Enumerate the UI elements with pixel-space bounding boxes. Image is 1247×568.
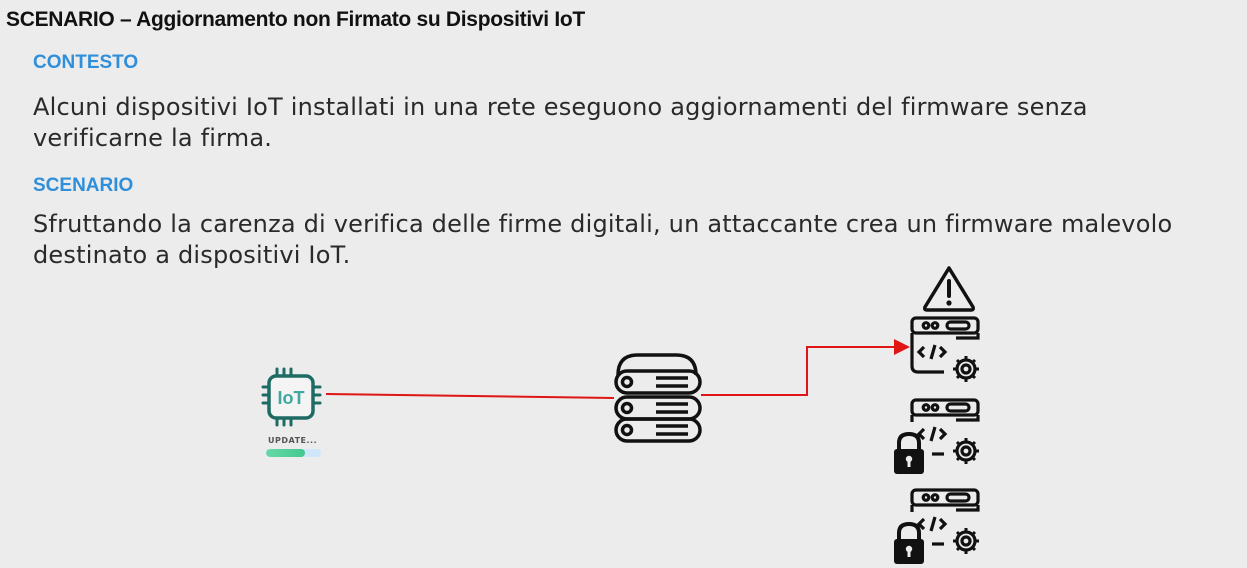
connection-server-to-device	[701, 339, 910, 396]
code-server-icon	[910, 488, 980, 554]
warning-icon	[923, 266, 975, 312]
section-heading-contesto: CONTESTO	[33, 52, 139, 73]
iot-chip-label: IoT	[278, 388, 305, 408]
update-label: UPDATE...	[268, 436, 318, 445]
section-heading-scenario: SCENARIO	[33, 175, 134, 196]
page-title: SCENARIO – Aggiornamento non Firmato su …	[6, 8, 585, 31]
iot-chip-icon: IoT	[261, 367, 322, 427]
padlock-icon	[894, 521, 924, 564]
scenario-line-1: Sfruttando la carenza di verifica delle …	[33, 210, 1173, 238]
server-rack-icon	[614, 353, 702, 443]
update-progress-fill	[266, 449, 305, 457]
connection-iot-to-server	[325, 393, 615, 399]
code-server-icon	[910, 398, 980, 464]
update-progress-bar	[266, 449, 321, 457]
padlock-icon	[894, 431, 924, 474]
contesto-line-2: verificarne la firma.	[33, 124, 273, 152]
code-server-icon	[910, 316, 980, 382]
contesto-line-1: Alcuni dispositivi IoT installati in una…	[33, 93, 1088, 121]
scenario-line-2: destinato a dispositivi IoT.	[33, 241, 351, 269]
